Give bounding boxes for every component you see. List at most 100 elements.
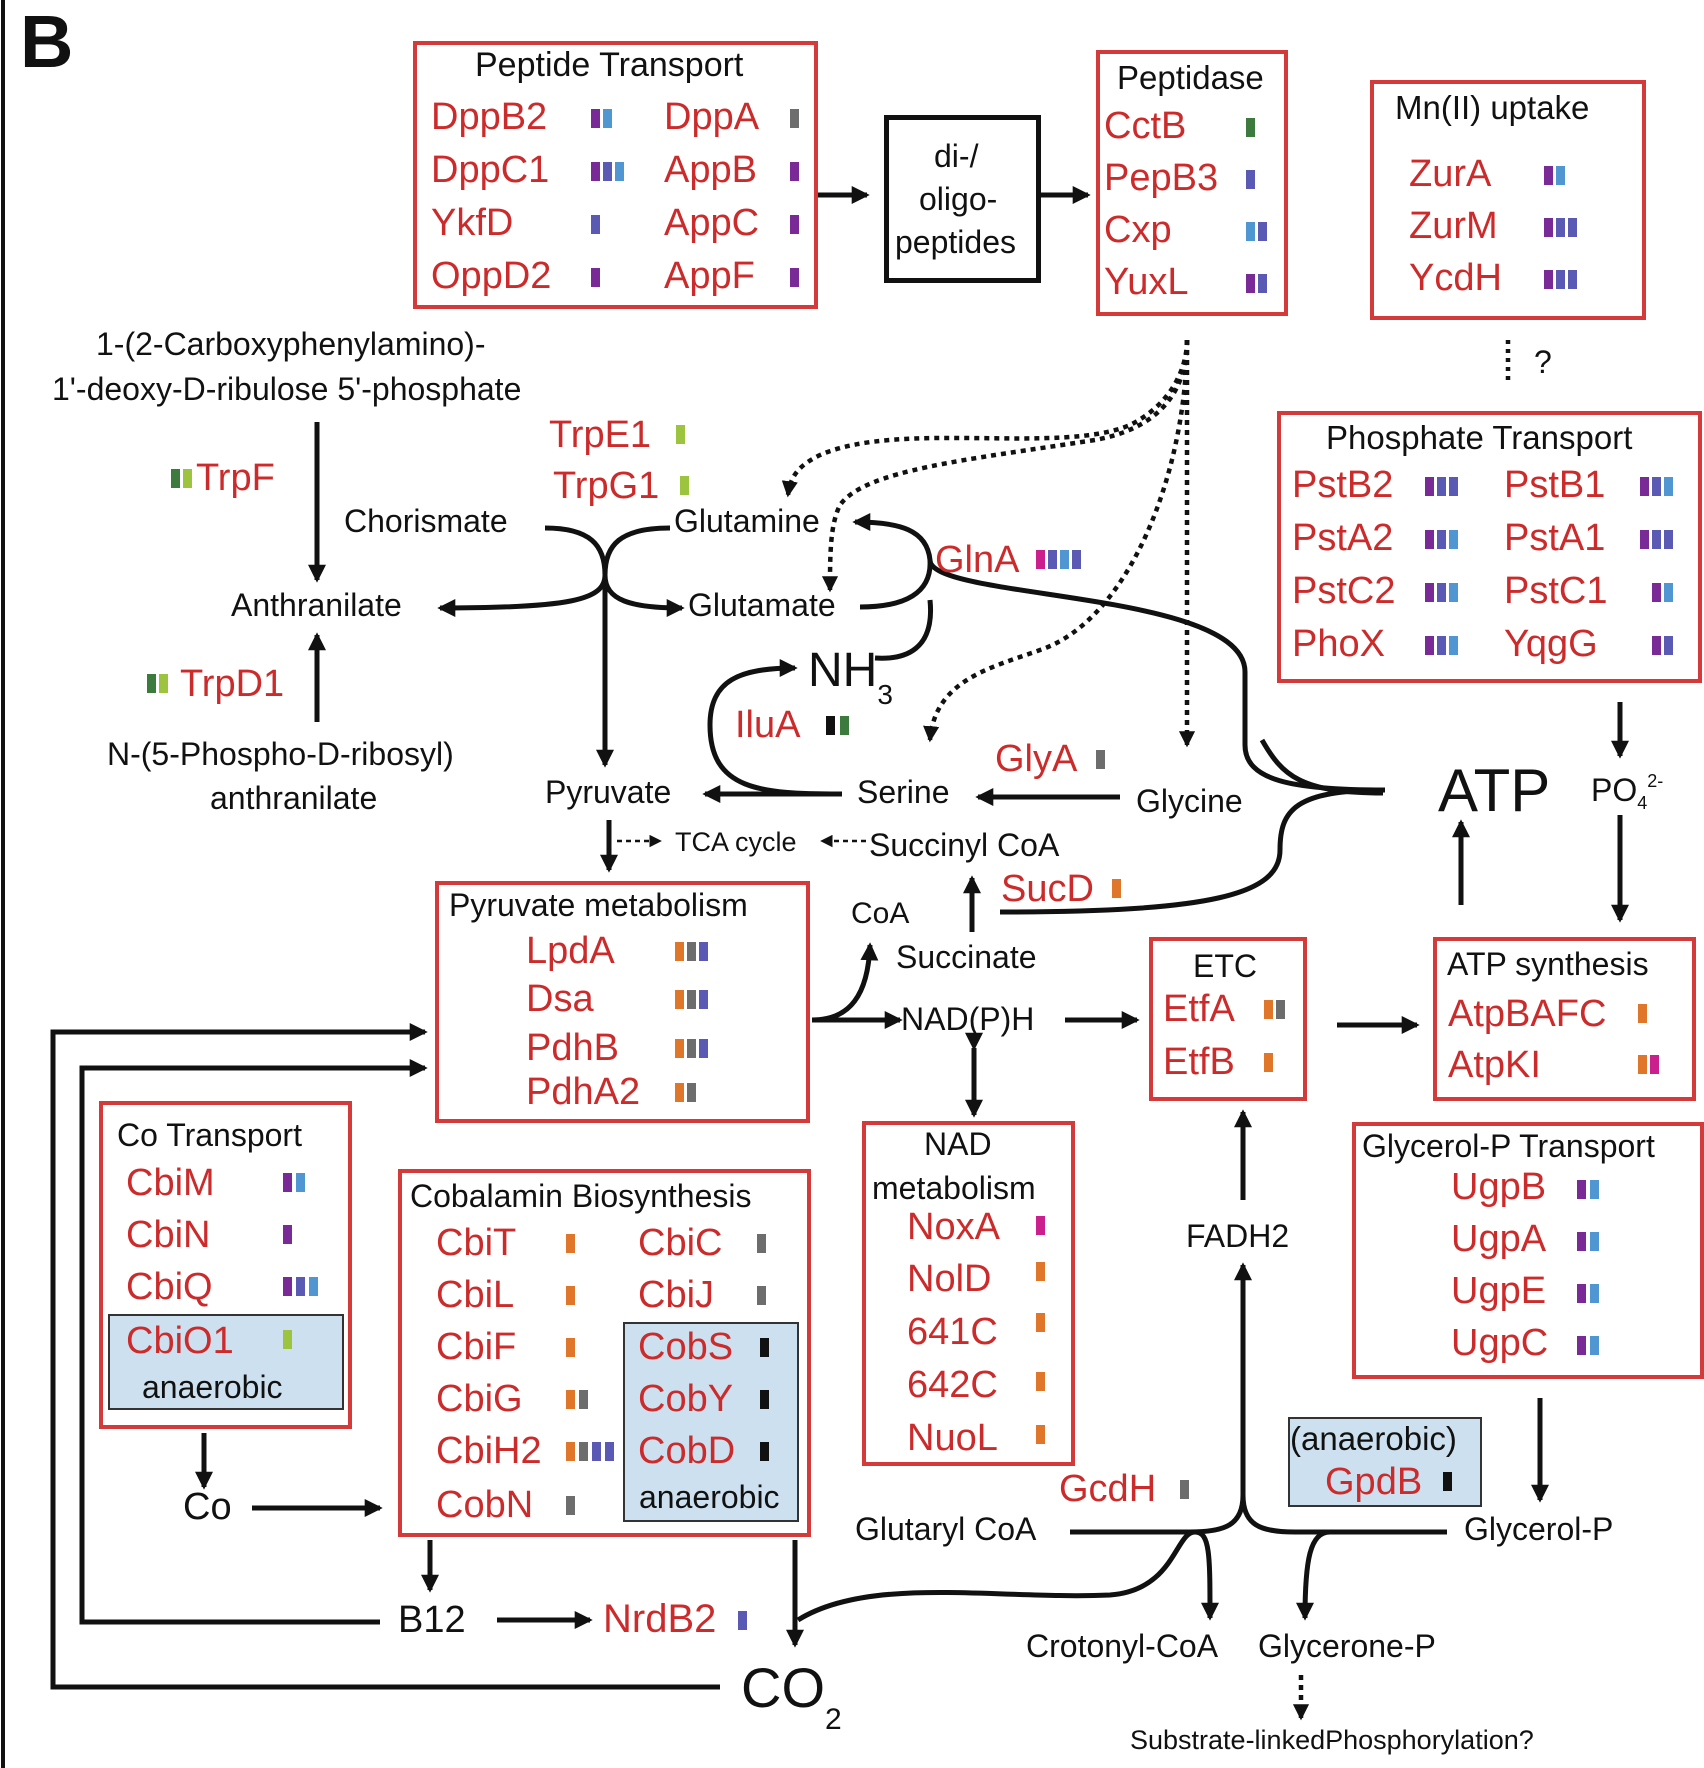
metabolite-pyruvate: Pyruvate [545,774,672,810]
metabolite-co2: CO2 [741,1656,842,1736]
expr-marker [1577,1232,1586,1251]
expr-marker [1258,274,1267,293]
enzyme-ugpb: UgpB [1451,1166,1547,1208]
expr-marker [1036,1262,1045,1281]
expr-marker [1437,583,1446,602]
expr-marker [1449,477,1458,496]
expr-marker [1276,1000,1285,1019]
dotted-to-glutamate [821,339,1190,593]
metabolite-carboxy-line-2: 1'-deoxy-D-ribulose 5'-phosphate [52,371,522,407]
enzyme-gcdh: GcdH [1059,1468,1157,1510]
expr-marker [757,1286,766,1305]
enzyme-cbil: CbiL [436,1274,515,1316]
enzyme-cbij: CbiJ [638,1274,715,1316]
expr-marker [1664,583,1673,602]
expr-marker [790,109,799,128]
enzyme-dsa: Dsa [526,978,594,1020]
expr-marker [1577,1180,1586,1199]
enzyme-cobs: CobS [638,1326,734,1368]
metabolite-tca-cycle: TCA cycle [675,827,797,857]
metabolite-nadph: NAD(P)H [901,1001,1035,1037]
enzyme-cbig: CbiG [436,1378,523,1420]
expr-marker [1437,530,1446,549]
expr-marker [676,425,685,444]
expr-marker [1449,583,1458,602]
expr-marker [615,162,624,181]
expr-marker [1638,1055,1647,1074]
enzyme-psta1: PstA1 [1504,517,1606,559]
expr-marker [1060,550,1069,569]
enzyme-pepb3: PepB3 [1104,157,1219,199]
expr-marker [1544,218,1553,237]
expr-marker [566,1496,575,1515]
arrow-to-glycerone [1296,1529,1331,1621]
metabolite-co: Co [183,1486,232,1528]
enzyme-pstb2: PstB2 [1292,464,1394,506]
co-anaerobic-box [108,1314,344,1410]
expr-marker [1036,1372,1045,1391]
enzyme-cbic: CbiC [638,1222,723,1264]
co-anaerobic-label: anaerobic [142,1369,283,1405]
arrow-to-crotonyl [1194,1529,1219,1621]
expr-marker [1544,270,1553,289]
expr-marker [687,990,696,1009]
metabolite-po4: PO42- [1591,771,1664,813]
dotted-to-serine [923,339,1190,743]
enzyme-ilua: IluA [735,704,801,746]
enzyme-phox: PhoX [1292,623,1385,665]
enzyme-etfa: EtfA [1163,988,1235,1030]
expr-marker [296,1173,305,1192]
enzyme-cbim: CbiM [126,1162,215,1204]
expr-marker [760,1442,769,1461]
gpdb-anaerobic-box [1288,1417,1482,1507]
expr-marker [790,215,799,234]
metabolite-succinyl-coa: Succinyl CoA [869,827,1060,863]
expr-marker [1640,477,1649,496]
metabolite-crotonyl-coa: Crotonyl-CoA [1026,1628,1219,1664]
expr-marker [1425,636,1434,655]
enzyme-cbiq: CbiQ [126,1266,213,1308]
enzyme-pdhb: PdhB [526,1027,619,1069]
enzyme-coby: CobY [638,1378,734,1420]
expr-marker [296,1277,305,1296]
enzyme-glya: GlyA [995,738,1078,780]
expr-marker [1246,170,1255,189]
metabolite-succinate: Succinate [896,939,1037,975]
metabolite-glycerone-p: Glycerone-P [1258,1628,1436,1664]
expr-marker [1425,583,1434,602]
expr-marker [1048,550,1057,569]
pyruvate-metabolism-box [435,881,810,1123]
expr-marker [566,1390,575,1409]
expr-marker [283,1277,292,1296]
enzyme-atpki: AtpKI [1448,1044,1541,1086]
expr-marker [605,1442,614,1461]
enzyme-ugpa: UgpA [1451,1218,1547,1260]
expr-marker [687,942,696,961]
expr-marker [579,1390,588,1409]
expr-marker [1590,1180,1599,1199]
expr-marker [675,942,684,961]
expr-marker [760,1390,769,1409]
enzyme-pstb1: PstB1 [1504,464,1606,506]
expr-marker [1264,1000,1273,1019]
metabolite-glycerol-p: Glycerol-P [1464,1511,1614,1547]
phosphate-transport-box [1277,411,1702,683]
atp-synthesis-title: ATP synthesis [1447,946,1649,982]
enzyme-cbif: CbiF [436,1326,517,1368]
metabolite-glutamate: Glutamate [688,587,836,623]
expr-marker [147,674,156,693]
metabolite-nh3: NH3 [808,644,893,710]
enzyme-pdha2: PdhA2 [526,1071,641,1113]
glna-atp-line [927,559,1386,793]
panel-letter: B [20,0,74,83]
enzyme-nrdb2: NrdB2 [603,1597,717,1641]
expr-marker [1652,636,1661,655]
enzyme-cbio1: CbiO1 [126,1320,234,1362]
expr-marker [1443,1472,1452,1491]
expr-marker [680,476,689,495]
expr-marker [591,215,600,234]
expr-marker [1425,477,1434,496]
expr-marker [603,109,612,128]
expr-marker [159,674,168,693]
